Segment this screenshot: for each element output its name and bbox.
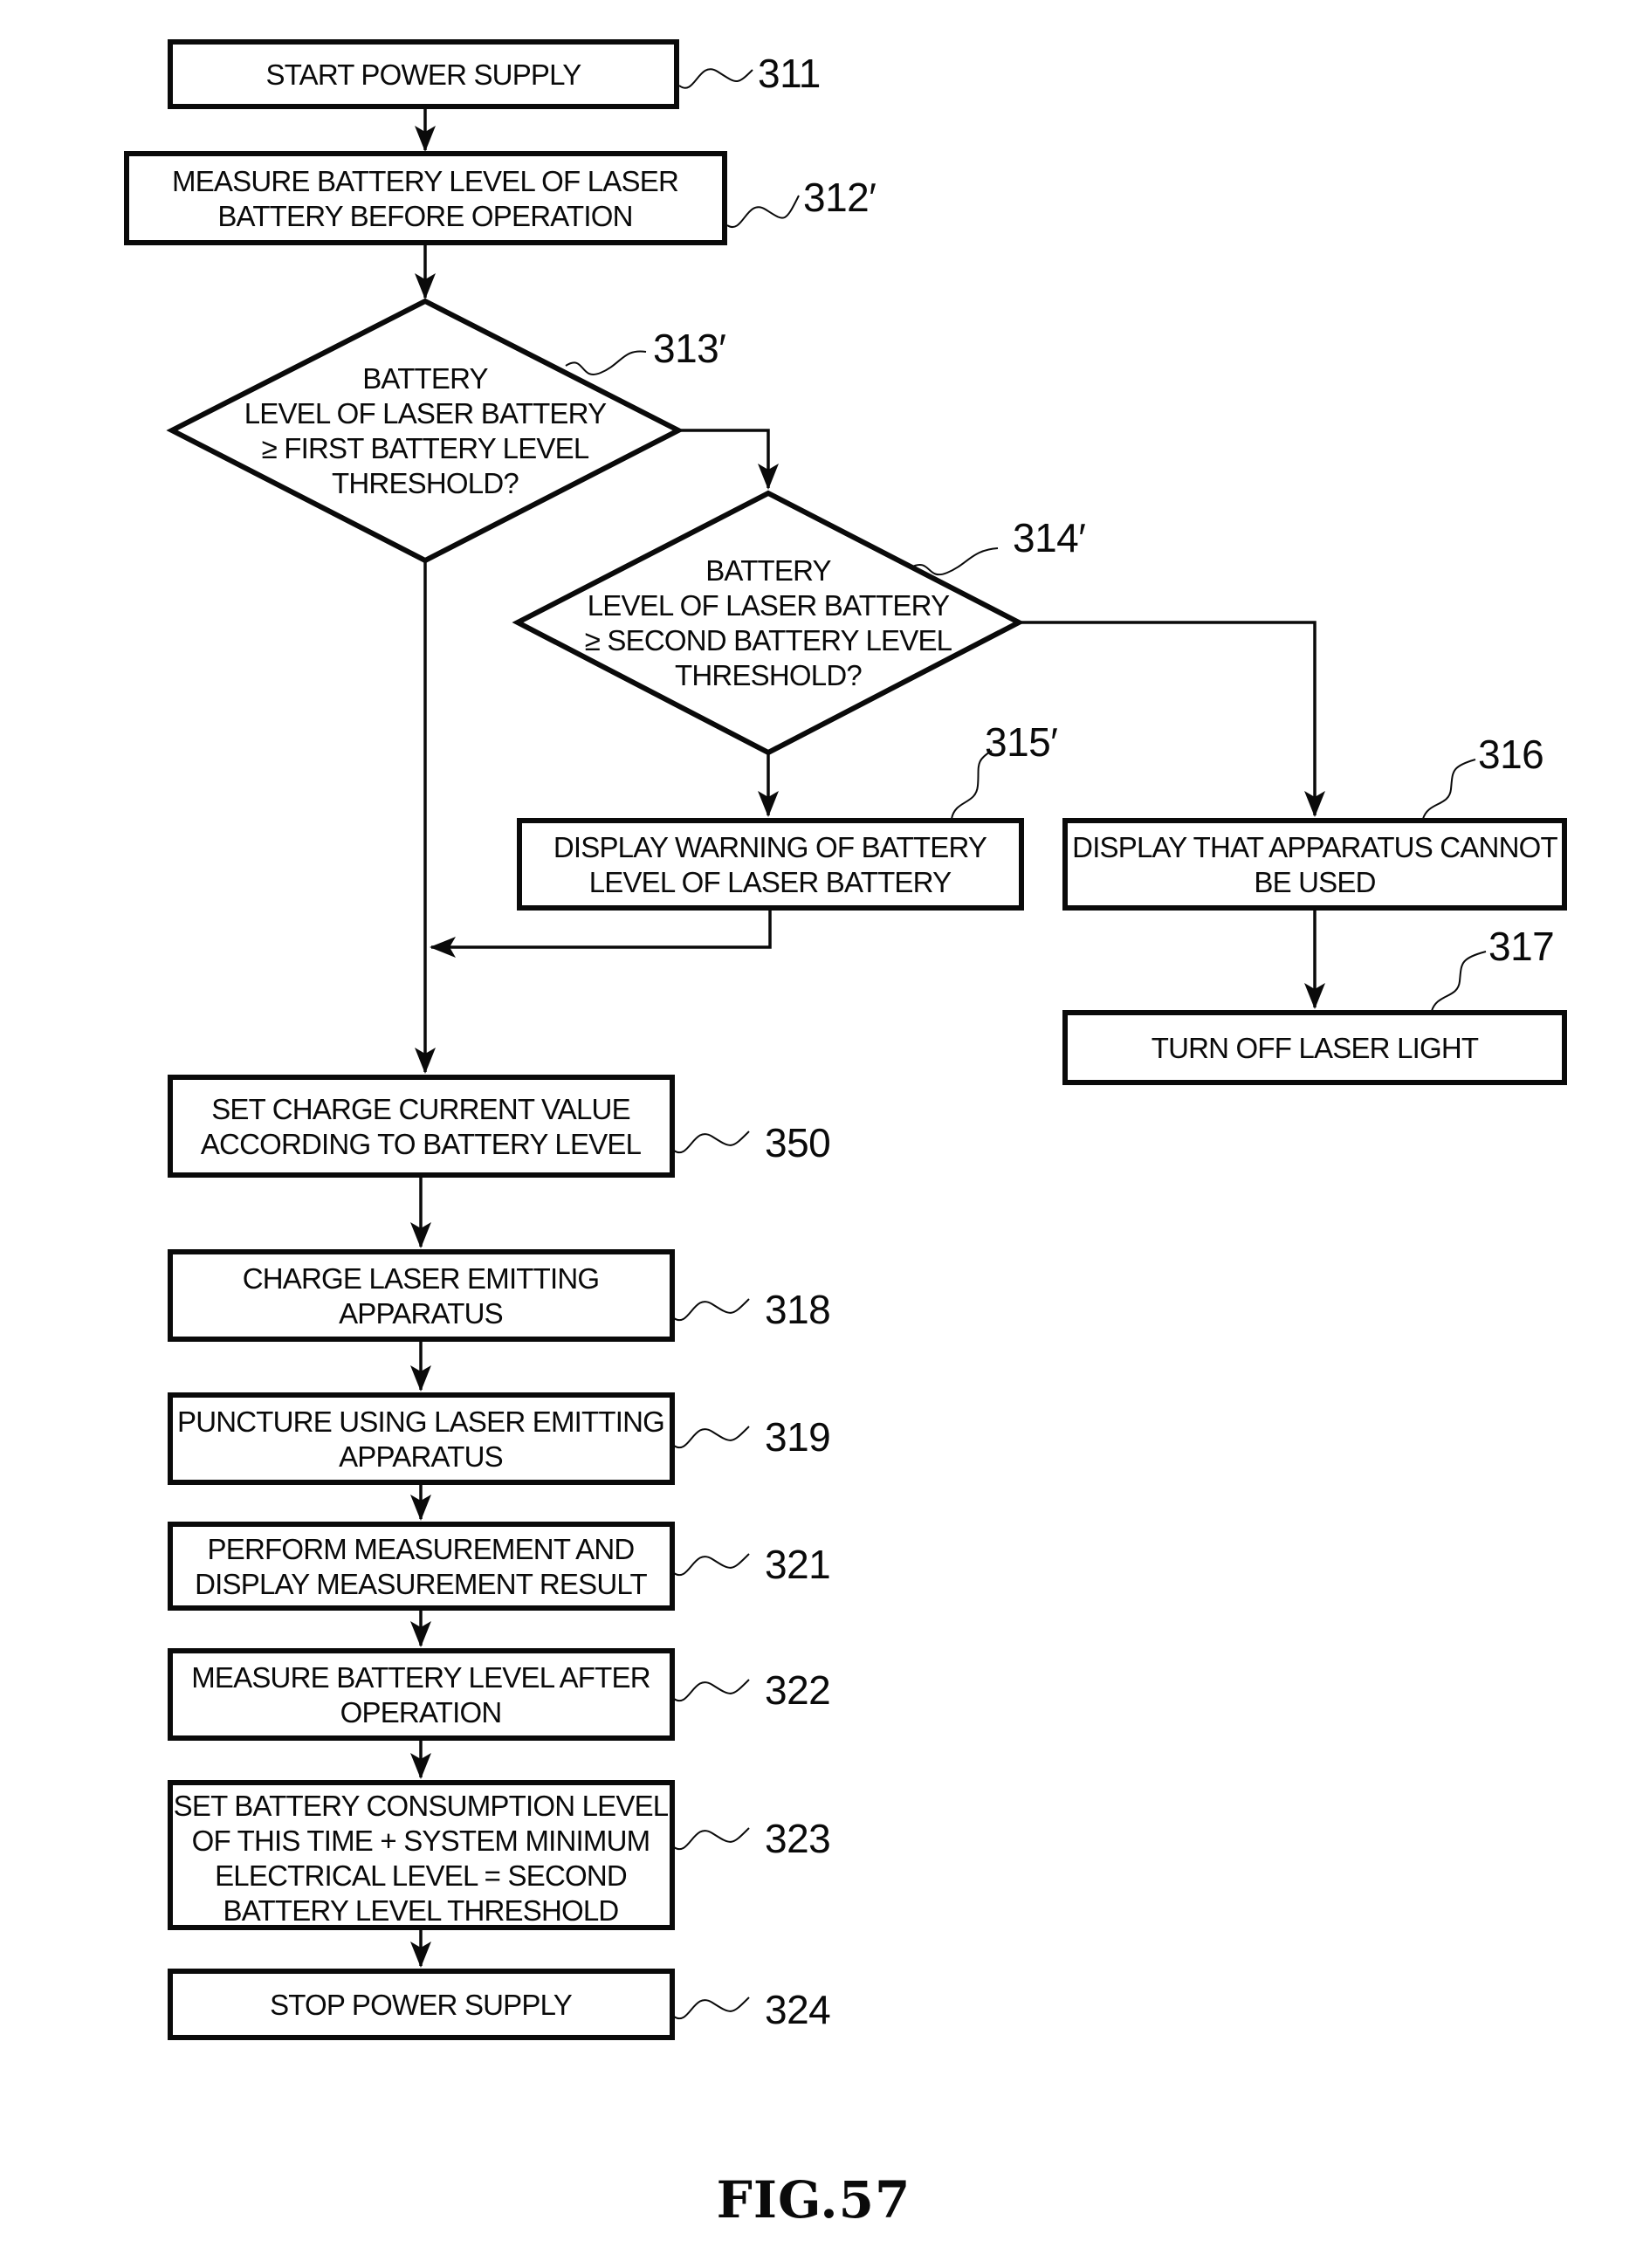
leader-316 [1422, 759, 1476, 820]
decision-second-battery-level-threshold: BATTERY LEVEL OF LASER BATTERY ≥ SECOND … [512, 490, 1025, 756]
leader-317 [1431, 951, 1487, 1012]
arrow-313-no-to-314 [678, 429, 779, 490]
ref-label-318: 318 [765, 1287, 830, 1332]
process-box-322 [168, 1648, 675, 1741]
node-323-text-line-2: OF THIS TIME + SYSTEM MINIMUM [192, 1825, 650, 1857]
ref-label-314: 314′ [1013, 515, 1085, 560]
leader-312 [726, 195, 800, 229]
node-314-text-line-4: THRESHOLD? [675, 659, 862, 691]
node-318-text-line-2: APPARATUS [339, 1297, 503, 1330]
decision-diamond-313 [166, 298, 684, 564]
process-measure-battery-after-operation: MEASURE BATTERY LEVEL AFTER OPERATION [168, 1648, 675, 1741]
leader-314 [910, 547, 999, 576]
figure-caption: FIG.57 [717, 2170, 911, 2230]
node-319-text-line-2: APPARATUS [339, 1440, 503, 1473]
process-display-apparatus-cannot-be-used: DISPLAY THAT APPARATUS CANNOT BE USED [1062, 818, 1567, 911]
node-313-text-line-4: THRESHOLD? [332, 467, 519, 499]
ref-label-324: 324 [765, 1987, 830, 2032]
node-318-text-line-1: CHARGE LASER EMITTING [243, 1262, 600, 1295]
arrow-315-to-merge-junction [430, 908, 772, 958]
process-box-312 [124, 151, 727, 245]
process-box-317 [1062, 1010, 1567, 1085]
process-charge-laser-emitting-apparatus: CHARGE LASER EMITTING APPARATUS [168, 1249, 675, 1342]
node-350-text-line-2: ACCORDING TO BATTERY LEVEL [201, 1128, 642, 1160]
ref-label-323: 323 [765, 1816, 830, 1861]
leader-350 [673, 1131, 750, 1154]
node-323-text-line-4: BATTERY LEVEL THRESHOLD [223, 1894, 619, 1927]
node-321-text-line-1: PERFORM MEASUREMENT AND [208, 1533, 635, 1565]
node-323-text-line-1: SET BATTERY CONSUMPTION LEVEL [174, 1790, 669, 1822]
node-312-text-line-2: BATTERY BEFORE OPERATION [217, 200, 632, 232]
decision-diamond-314 [512, 490, 1025, 756]
process-box-315 [517, 818, 1024, 911]
process-box-324 [168, 1969, 675, 2040]
arrow-314-no-to-316 [1019, 621, 1325, 817]
ref-label-321: 321 [765, 1542, 830, 1587]
node-315-text-line-2: LEVEL OF LASER BATTERY [589, 866, 952, 898]
node-314-text-line-3: ≥ SECOND BATTERY LEVEL [585, 624, 952, 656]
process-turn-off-laser-light: TURN OFF LASER LIGHT [1062, 1010, 1567, 1085]
process-box-323 [168, 1780, 675, 1930]
node-314-text-line-2: LEVEL OF LASER BATTERY [588, 589, 950, 622]
ref-label-313: 313′ [653, 326, 725, 371]
node-323-text-line-3: ELECTRICAL LEVEL = SECOND [215, 1859, 627, 1892]
process-set-charge-current-value: SET CHARGE CURRENT VALUE ACCORDING TO BA… [168, 1075, 675, 1178]
leader-323 [673, 1827, 750, 1851]
node-322-text-line-1: MEASURE BATTERY LEVEL AFTER [191, 1661, 650, 1694]
node-316-text-line-2: BE USED [1254, 866, 1375, 898]
node-311-text-line-1: START POWER SUPPLY [266, 58, 582, 91]
node-322-text-line-2: OPERATION [340, 1696, 502, 1728]
ref-label-316: 316 [1478, 732, 1543, 777]
node-313-text-line-1: BATTERY [362, 362, 488, 395]
process-perform-measurement-display-result: PERFORM MEASUREMENT AND DISPLAY MEASUREM… [168, 1522, 675, 1611]
leader-315 [951, 750, 993, 820]
node-350-text-line-1: SET CHARGE CURRENT VALUE [211, 1093, 630, 1125]
node-324-text-line-1: STOP POWER SUPPLY [270, 1989, 573, 2021]
leader-311 [678, 68, 753, 89]
leader-319 [673, 1426, 750, 1449]
node-316-text-line-1: DISPLAY THAT APPARATUS CANNOT [1072, 831, 1557, 863]
decision-first-battery-level-threshold: BATTERY LEVEL OF LASER BATTERY ≥ FIRST B… [166, 298, 684, 564]
process-box-316 [1062, 818, 1567, 911]
process-box-321 [168, 1522, 675, 1611]
process-stop-power-supply: STOP POWER SUPPLY [168, 1969, 675, 2040]
leader-324 [673, 1997, 750, 2020]
leader-313 [565, 350, 647, 375]
ref-label-311: 311 [758, 51, 821, 96]
node-319-text-line-1: PUNCTURE USING LASER EMITTING [177, 1405, 664, 1438]
node-315-text-line-1: DISPLAY WARNING OF BATTERY [553, 831, 987, 863]
leader-318 [673, 1298, 750, 1322]
node-314-text-line-1: BATTERY [705, 554, 831, 587]
process-start-power-supply: START POWER SUPPLY [168, 39, 679, 109]
ref-label-319: 319 [765, 1414, 830, 1460]
node-312-text-line-1: MEASURE BATTERY LEVEL OF LASER [172, 165, 678, 197]
ref-label-317: 317 [1488, 924, 1554, 969]
leader-321 [673, 1553, 750, 1577]
process-set-battery-consumption-threshold: SET BATTERY CONSUMPTION LEVEL OF THIS TI… [168, 1780, 675, 1930]
process-box-319 [168, 1392, 675, 1485]
process-box-311 [168, 39, 679, 109]
ref-label-315: 315′ [985, 719, 1057, 765]
process-box-318 [168, 1249, 675, 1342]
process-display-warning-battery-level: DISPLAY WARNING OF BATTERY LEVEL OF LASE… [517, 818, 1024, 911]
node-317-text-line-1: TURN OFF LASER LIGHT [1152, 1032, 1479, 1064]
node-321-text-line-2: DISPLAY MEASUREMENT RESULT [195, 1568, 647, 1600]
leader-322 [673, 1679, 750, 1702]
ref-label-312: 312′ [803, 175, 876, 220]
ref-label-350: 350 [765, 1120, 830, 1165]
process-measure-battery-before-operation: MEASURE BATTERY LEVEL OF LASER BATTERY B… [124, 151, 727, 245]
node-313-text-line-2: LEVEL OF LASER BATTERY [244, 397, 607, 430]
process-puncture-using-laser: PUNCTURE USING LASER EMITTING APPARATUS [168, 1392, 675, 1485]
node-313-text-line-3: ≥ FIRST BATTERY LEVEL [262, 432, 589, 464]
ref-label-322: 322 [765, 1667, 830, 1713]
process-box-350 [168, 1075, 675, 1178]
